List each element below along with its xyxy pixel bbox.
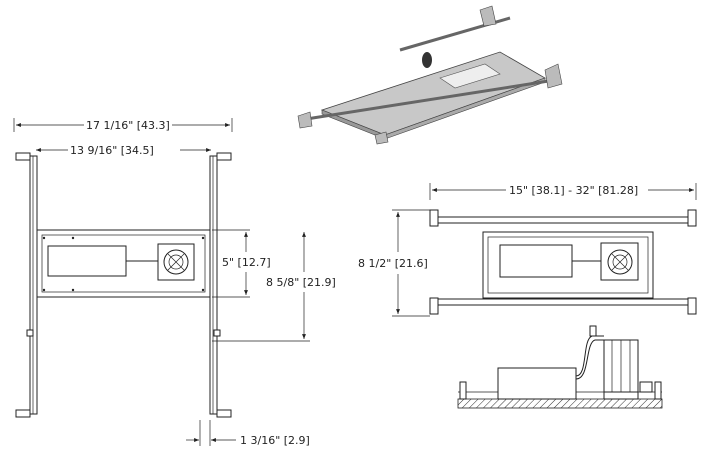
dim-overall-width: 17 1/16" [43.3] — [13, 118, 233, 132]
dim-assembly-height: 8 1/2" [21.6] — [358, 209, 430, 317]
plate-height-label: 5" [12.7] — [222, 256, 271, 269]
rail-offset-label: 1 3/16" [2.9] — [240, 434, 310, 447]
isometric-view — [297, 5, 563, 145]
dim-plate-height: 5" [12.7] — [212, 229, 271, 298]
assembly-height-label: 8 1/2" [21.6] — [358, 257, 428, 270]
bracket-height-label: 8 5/8" [21.9] — [266, 276, 336, 289]
adjustable-span-label: 15" [38.1] - 32" [81.28] — [509, 184, 638, 197]
inner-width-label: 13 9/16" [34.5] — [70, 144, 154, 157]
side-section-view — [457, 325, 663, 409]
top-view — [429, 209, 697, 315]
front-view — [15, 152, 232, 418]
dim-bracket-height: 8 5/8" [21.9] — [212, 232, 336, 342]
dim-adjustable-span: 15" [38.1] - 32" [81.28] — [429, 183, 697, 200]
dim-rail-offset: 1 3/16" [2.9] — [186, 420, 310, 447]
overall-width-label: 17 1/16" [43.3] — [86, 119, 170, 132]
dim-inner-width: 13 9/16" [34.5] — [36, 144, 211, 157]
